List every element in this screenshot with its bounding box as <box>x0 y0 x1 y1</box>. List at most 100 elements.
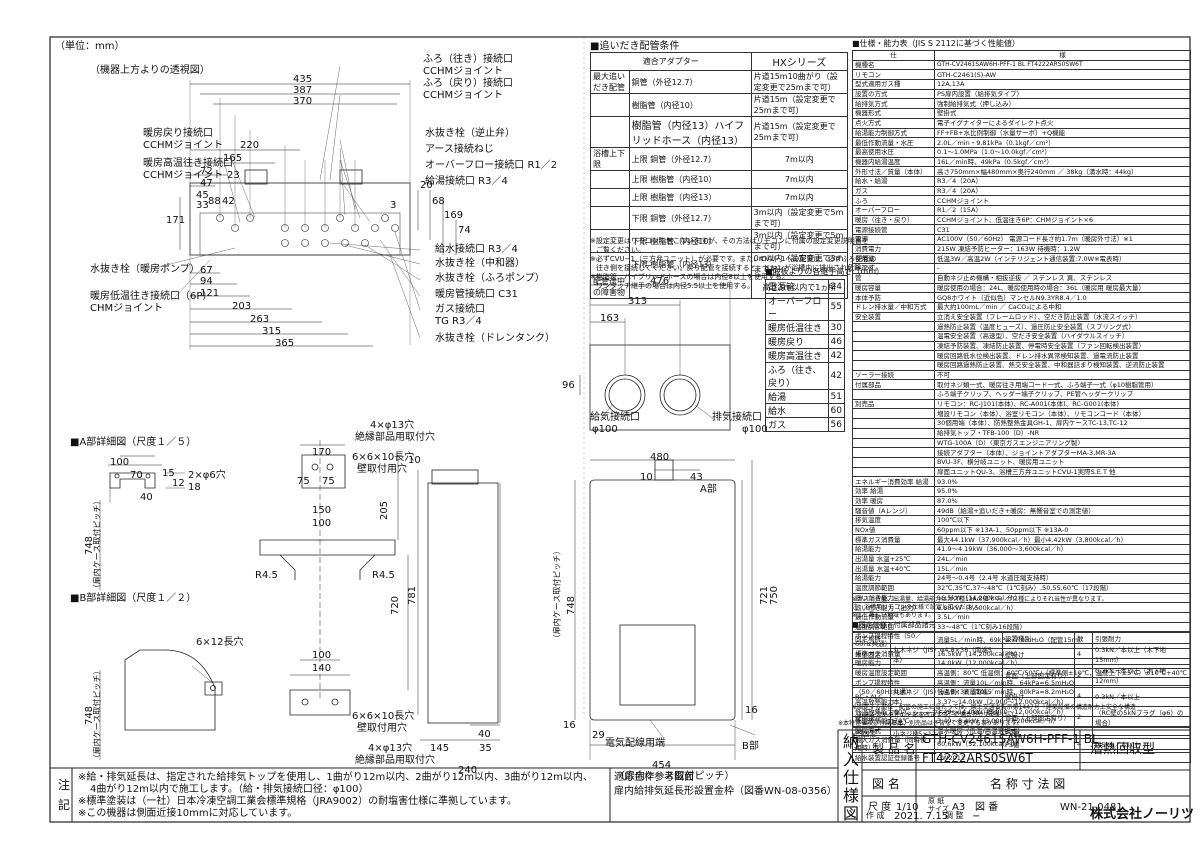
side-dim-720: 720 <box>390 595 402 616</box>
fixing-note-0: ※固定する部位・配管の施工に当たっては、国土交通省告示第1447号「建築設備の構… <box>852 704 1136 711</box>
dim-67: 67 <box>200 265 213 276</box>
product-label: 製 品 名 <box>872 742 916 756</box>
label-drain-check: 水抜き栓（逆止弁） <box>425 128 515 139</box>
side-dim-140: 140 <box>312 663 332 674</box>
label-water-supply: 給水接続口 R3／4 <box>435 244 518 255</box>
front-dim-pitch-h: （扉内ケース取付ピッチ） <box>615 771 735 782</box>
dim-121: 121 <box>200 288 220 299</box>
side-slot-top: 6×6×10長穴 <box>352 452 415 463</box>
front-dim-480: 480 <box>650 452 670 463</box>
made-value: 2021. 7.15 <box>894 811 949 822</box>
spec-row: 付属部品取付ネジ類一式、暖房往き用端コード一式、ふろ端子一式（φ10樹脂管用） <box>852 379 1191 391</box>
scale-label: 尺 度 <box>868 802 892 813</box>
side-dim-75b: 75 <box>322 476 335 487</box>
spec-row: 給排気方式強制給排気式（押し込み） <box>852 98 1191 110</box>
a-dim-15: 15 <box>162 468 175 479</box>
footer-note-3: ※この機器は側面近接10mmに対応しています。 <box>78 808 298 819</box>
hx-title: ■追いだき配管条件 <box>590 41 680 52</box>
side-dim-145: 145 <box>430 743 450 754</box>
side-hole-bottom: 4×φ13穴 <box>368 743 413 754</box>
label-overflow: オーバーフロー接続口 R1／2 <box>425 160 558 171</box>
dim-45: 45 <box>196 190 209 201</box>
front-a-mark: A部 <box>700 484 717 495</box>
paper-label: 原 紙 <box>928 797 945 805</box>
spec-foot-2: ※１：難しい地域もあります。 <box>852 612 935 619</box>
side-insul-top: 絶縁部品用取付穴 <box>355 432 435 443</box>
side-dim-r45b: R4.5 <box>372 570 395 581</box>
product-line-1: GTH-CV2461SAW6H-PFF-1 BL <box>922 732 1099 746</box>
revision-note: ※本特性値及び付属部品、別売品は予告なく変更する事があります。 <box>838 720 1023 727</box>
dim-68: 68 <box>432 196 445 207</box>
product-type: 潜熱回収型 <box>1090 742 1156 757</box>
hx-series-header: HXシリーズ <box>750 52 849 71</box>
spec-row: 管自動ネジ止め機構・相抜逆抜 ／ ステンレス 異、ステンレス <box>852 272 1191 284</box>
spec-row: 30個用端（本体）、防熱整熱金具GH-1、扉内ケースTC-13,TC-12 <box>852 418 1191 429</box>
side-dim-170: 170 <box>312 447 332 458</box>
label-cchm-1: CCHMジョイント <box>423 66 504 77</box>
side-insul-bottom: 絶縁部品用取付穴 <box>355 755 435 766</box>
side-dim-150: 150 <box>312 505 332 516</box>
table-row: ふろ（往き、戻り）42 <box>765 362 846 390</box>
footer-note-2: ※標準塗装は（一社）日本冷凍空調工業会標準規格（JRA9002）の耐塩害仕様に準… <box>78 796 517 807</box>
ref-title: 適応金枠参考図面 <box>614 772 694 783</box>
dim-365: 365 <box>275 338 295 349</box>
stamp-4: 図 <box>843 804 860 823</box>
dim-370: 370 <box>293 96 313 107</box>
paper-value: A3 <box>952 802 966 813</box>
side-dim-r45a: R4.5 <box>255 570 278 581</box>
spec-row: 過熱防止装置（温度ヒューズ）、過圧防止安全装置（スプリング式） <box>852 321 1191 332</box>
spec-row: WTG-100A（D）〈東京ガスエンジニアリング製〉 <box>852 437 1191 449</box>
footer-note-1: 4曲がり12m以内で施工します。（給・排気接続口径：φ100） <box>90 784 369 795</box>
dim-3: 3 <box>390 200 397 211</box>
side-dim-100b: 100 <box>312 650 332 661</box>
label-hot-water: 給湯接続口 R3／4 <box>425 176 508 187</box>
spec-row: 機器形式壁掛式 <box>852 108 1191 119</box>
dim-47: 47 <box>200 178 213 189</box>
front-exhaust: 排気接続口 <box>712 412 762 423</box>
dim-88: 88 <box>208 196 221 207</box>
drawing-name: 名 称 寸 法 図 <box>990 777 1066 791</box>
front-exhaust-d: φ100 <box>742 424 768 435</box>
dim-42: 42 <box>222 196 235 207</box>
spec-row: 標準ガス消費量最大44.1kW（37,900kcal／h）最小4.42kW（3,… <box>852 534 1191 546</box>
a-dim-100: 100 <box>110 457 130 468</box>
stamp-1: 入 <box>843 750 860 769</box>
spec-row: 扉面ユニットQU-3、浴槽三方弁ユニットCVU-1実際S.E.T 他 <box>852 466 1191 478</box>
side-dim-100: 100 <box>312 518 332 529</box>
ref-detail: 扉内給排気延長形設置金枠（図番WN-08-0356） <box>614 786 837 797</box>
product-line-2: FT4222ARS0SW6T <box>922 751 1033 765</box>
label-earth-screw: アース接続ねじ <box>425 144 494 155</box>
label-bath-out: ふろ（往き）接続口 <box>423 54 513 65</box>
table-row: 上限 樹脂管（内径10）7m以内 <box>590 170 849 189</box>
side-dim-240: 240 <box>458 765 478 776</box>
side-dim-781: 781 <box>407 585 419 606</box>
label-cchm-2: CCHMジョイント <box>423 90 504 101</box>
side-dim-40: 40 <box>478 729 491 740</box>
a-dim-40: 40 <box>140 492 153 503</box>
number-label: 図 番 <box>975 802 999 813</box>
spec-row: 接続アダプター（本体）、ジョイントアダプターMA-3,MR-3A <box>852 447 1191 458</box>
spec-row: ソーラー接続不可 <box>852 369 1191 381</box>
hx-note-0: ※設定変更はリモコンでおこないますが、その方法はリモコンに付属の設定変更説明書を <box>590 237 869 245</box>
footer-note-0: ※給・排気延長は、指定された給排気トップを使用し、1曲がり12m以内、2曲がり1… <box>78 772 593 783</box>
label-heat-pipe: 暖房管接続口 C31 <box>435 289 518 300</box>
fixing-table: 固定場所設置種別数引張耐力木壁固定丸木ネジ（JIS）φ4.8×38（南端5本）壁… <box>852 632 1191 750</box>
table-row: 樹脂管（内径10）片道15m（設定変更で25mまで可） <box>590 93 849 117</box>
